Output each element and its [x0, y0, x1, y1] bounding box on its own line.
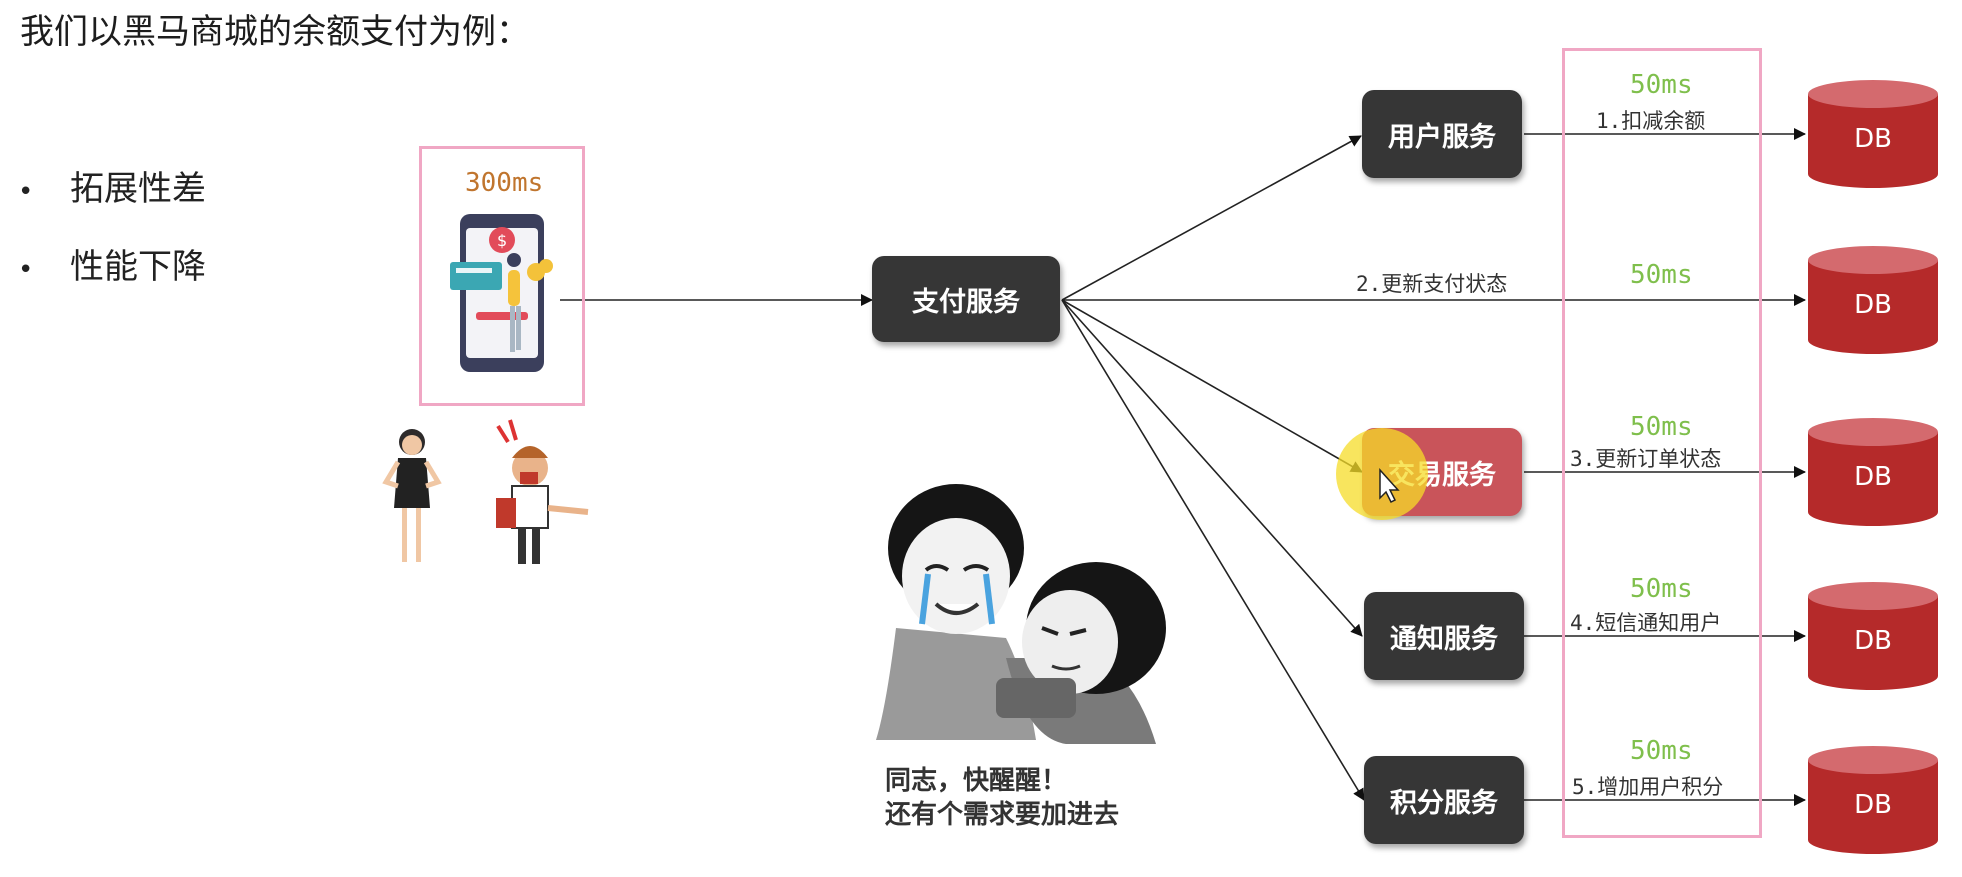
- db-latency: 50ms: [1630, 70, 1693, 100]
- database-icon: [1808, 80, 1938, 188]
- action-label: 1.扣减余额: [1596, 109, 1706, 133]
- bullet-dot: •: [18, 177, 34, 207]
- phone-payment-illustration: $: [450, 214, 553, 372]
- database-cylinder: DB: [1808, 246, 1938, 354]
- database-icon: [1808, 418, 1938, 526]
- database-label: DB: [1854, 290, 1892, 320]
- database-cylinder: DB: [1808, 582, 1938, 690]
- db-latency: 50ms: [1630, 412, 1693, 442]
- database-cylinder: DB: [1808, 746, 1938, 854]
- arrow-pay-to-user: [1061, 135, 1362, 301]
- bullet-item: • 性能下降: [18, 228, 206, 306]
- db-latency: 50ms: [1630, 260, 1693, 290]
- action-label: 5.增加用户积分: [1572, 775, 1724, 799]
- latency-frame: [1562, 48, 1762, 838]
- meme-caption-line: 同志，快醒醒！: [885, 766, 1068, 796]
- arrow-pay-to-notify: [1061, 299, 1363, 637]
- people-illustration: [382, 419, 589, 564]
- database-cylinder: DB: [1808, 80, 1938, 188]
- bullet-text: 性能下降: [70, 247, 206, 287]
- arrow-pay-to-points: [1061, 299, 1365, 801]
- arrow-pay-to-trade: [1061, 299, 1363, 473]
- bullet-list: • 拓展性差 • 性能下降: [18, 150, 206, 306]
- db-latency: 50ms: [1630, 736, 1693, 766]
- bullet-text: 拓展性差: [70, 169, 206, 209]
- database-label: DB: [1854, 124, 1892, 154]
- notify-service-node: 通知服务: [1364, 592, 1524, 680]
- database-label: DB: [1854, 626, 1892, 656]
- client-latency: 300ms: [465, 168, 544, 198]
- action-label: 2.更新支付状态: [1356, 272, 1508, 296]
- user-service-node: 用户服务: [1362, 90, 1522, 178]
- svg-text:$: $: [497, 231, 507, 250]
- points-service-node: 积分服务: [1364, 756, 1524, 844]
- cursor-highlight: [1336, 428, 1428, 520]
- db-latency: 50ms: [1630, 574, 1693, 604]
- client-frame: [419, 146, 585, 406]
- page-title: 我们以黑马商城的余额支付为例：: [20, 12, 530, 52]
- database-label: DB: [1854, 790, 1892, 820]
- bullet-dot: •: [18, 255, 34, 285]
- meme-caption: 同志，快醒醒！ 还有个需求要加进去: [885, 764, 1119, 832]
- database-icon: [1808, 746, 1938, 854]
- database-icon: [1808, 246, 1938, 354]
- action-label: 4.短信通知用户: [1570, 611, 1722, 635]
- action-label: 3.更新订单状态: [1570, 447, 1722, 471]
- meme-illustration: [876, 484, 1166, 744]
- meme-caption-line: 还有个需求要加进去: [885, 800, 1120, 830]
- database-cylinder: DB: [1808, 418, 1938, 526]
- pay-service-node: 支付服务: [872, 256, 1060, 342]
- database-icon: [1808, 582, 1938, 690]
- bullet-item: • 拓展性差: [18, 150, 206, 228]
- database-label: DB: [1854, 462, 1892, 492]
